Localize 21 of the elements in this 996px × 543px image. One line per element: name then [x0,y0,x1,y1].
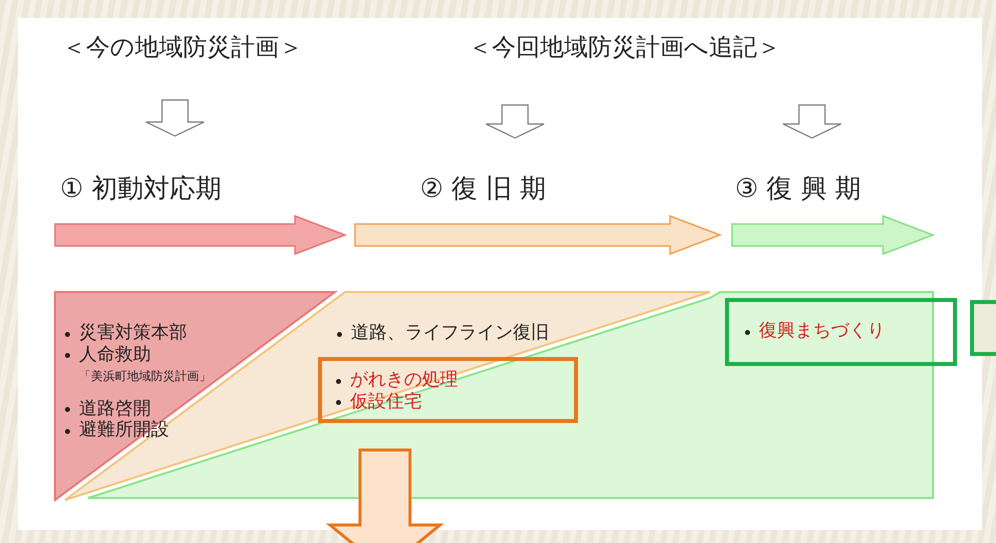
list-item: 人命救助 [61,344,211,366]
highlight-box [725,298,957,366]
phase-label: ② 復 旧 期 [420,174,546,206]
list-item: 仮設住宅 [332,390,458,412]
list-item: 道路、ライフライン復旧 [333,322,549,344]
list-item: がれきの処理 [332,369,458,391]
phase-label: ③ 復 興 期 [735,174,862,206]
plan-note: 「美浜町地域防災計画」 [79,369,211,384]
block-arrow [485,104,545,139]
block-arrow [145,99,205,137]
phase-area [65,292,710,500]
list-item: 復興まちづくり [741,320,885,342]
list-item: 災害対策本部 [61,322,211,344]
list-item: 避難所開設 [61,419,211,441]
phase-area [55,292,335,500]
list-item: 道路啓開 [61,398,211,420]
block-arrow [326,448,444,543]
plan-heading: ＜今の地域防災計画＞ [62,33,303,62]
block-arrow [782,104,842,139]
plan-heading: ＜今回地域防災計画へ追記＞ [468,33,781,62]
phase-label: ① 初動対応期 [60,174,222,206]
